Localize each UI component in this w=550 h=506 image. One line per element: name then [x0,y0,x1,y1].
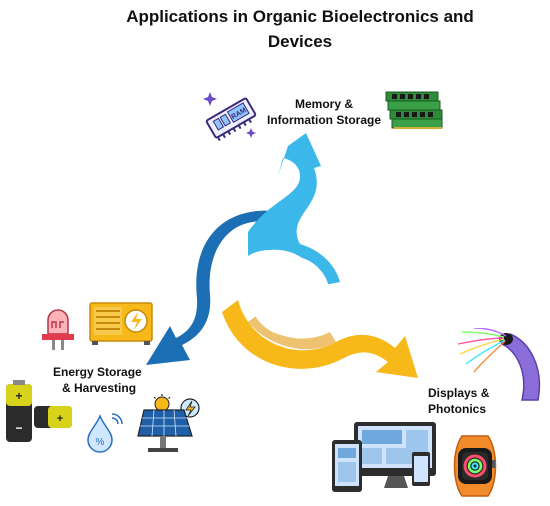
arrow-displays [222,300,418,378]
arrow-energy [146,210,292,365]
cycle-center [250,256,330,336]
arrow-memory [248,133,340,286]
led-icon [38,306,78,356]
label-energy-line-2: & Harvesting [62,381,137,395]
solar-panel-icon [134,394,208,458]
svg-text:−: − [15,421,22,435]
label-energy: Energy Storage & Harvesting [53,364,142,396]
title-line-1: Applications in Organic Bioelectronics a… [126,7,474,26]
label-memory: Memory & Information Storage [258,96,390,128]
smartwatch-icon [448,432,504,500]
ram-icon: RAM [202,88,260,146]
label-memory-line-2: Information Storage [266,113,381,127]
optical-fiber-icon [452,328,548,402]
svg-text:+: + [57,413,63,425]
svg-text:+: + [15,389,22,403]
water-drop-icon: % [84,412,124,454]
devices-icon [330,418,440,500]
page-title: Applications in Organic Bioelectronics a… [100,4,500,54]
ram-modules-icon [384,86,444,136]
power-generator-icon [88,297,154,347]
label-memory-line-1: Memory & [294,97,353,111]
label-displays-line-1: Displays & [428,386,490,400]
svg-text:%: % [96,437,105,448]
title-line-2: Devices [267,32,333,51]
label-displays: Displays & Photonics [428,385,489,417]
label-displays-line-2: Photonics [428,402,487,416]
battery-icon: + − + [4,378,74,448]
label-energy-line-1: Energy Storage [53,365,142,379]
